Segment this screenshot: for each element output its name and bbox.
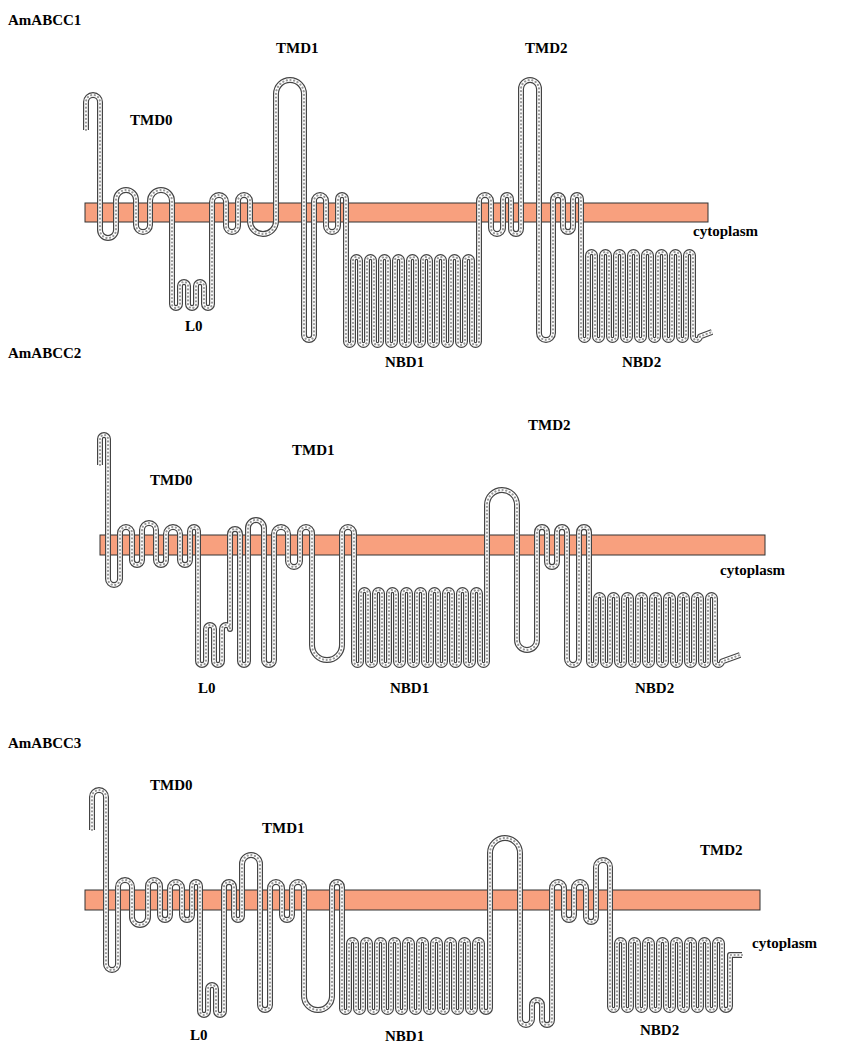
region-label: NBD2 — [640, 1022, 679, 1039]
region-label: TMD2 — [528, 417, 571, 434]
membrane-band — [85, 890, 760, 910]
peptide-chain — [86, 80, 712, 345]
region-label: TMD1 — [276, 40, 319, 57]
region-label: cytoplasm — [752, 935, 817, 952]
protein-name: AmABCC3 — [8, 735, 81, 752]
region-label: cytoplasm — [720, 562, 785, 579]
peptide-chain — [86, 80, 712, 345]
region-label: TMD0 — [150, 472, 193, 489]
region-label: TMD2 — [700, 842, 743, 859]
protein-name: AmABCC2 — [8, 345, 81, 362]
region-label: L0 — [190, 1027, 208, 1044]
region-label: TMD2 — [525, 40, 568, 57]
region-label: L0 — [198, 680, 216, 697]
region-label: NBD2 — [635, 680, 674, 697]
region-label: NBD1 — [385, 1028, 424, 1045]
peptide-chain — [100, 435, 740, 665]
peptide-chain — [92, 790, 742, 1025]
membrane-band — [85, 203, 708, 222]
region-label: NBD1 — [390, 680, 429, 697]
region-label: NBD2 — [622, 354, 661, 371]
peptide-chain — [100, 435, 740, 665]
region-label: TMD0 — [130, 112, 173, 129]
region-label: L0 — [185, 318, 203, 335]
region-label: TMD1 — [262, 820, 305, 837]
peptide-chain — [92, 790, 742, 1025]
peptide-chain — [86, 80, 712, 345]
peptide-chain — [100, 435, 740, 665]
region-label: TMD0 — [150, 777, 193, 794]
region-label: cytoplasm — [693, 223, 758, 240]
region-label: NBD1 — [385, 354, 424, 371]
region-label: TMD1 — [292, 442, 335, 459]
protein-name: AmABCC1 — [8, 12, 81, 29]
peptide-chain — [92, 790, 742, 1025]
